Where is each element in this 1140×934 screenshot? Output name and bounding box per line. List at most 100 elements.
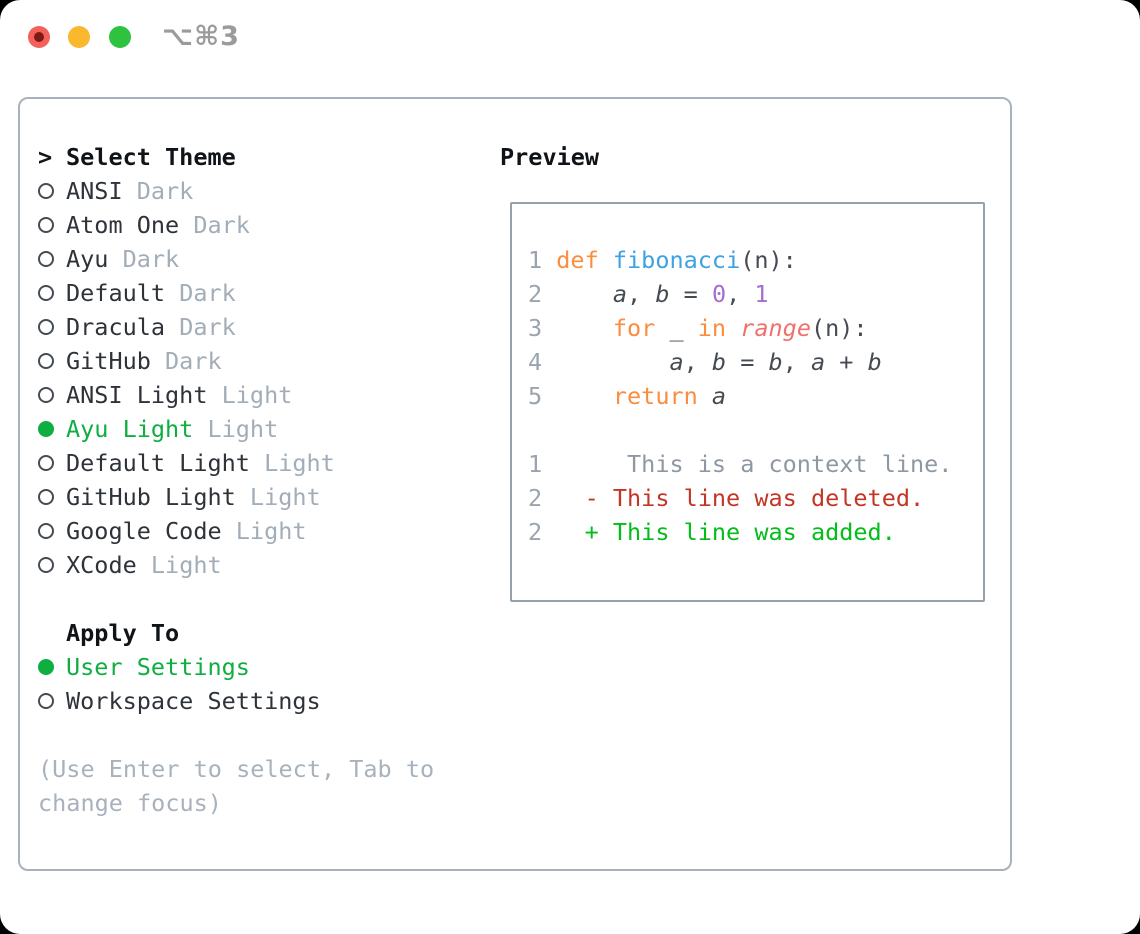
variant-label: Light — [221, 517, 307, 545]
variant-label: Dark — [165, 279, 236, 307]
line-number: 2 — [528, 518, 543, 546]
ring-icon — [38, 557, 54, 573]
variant-label: Dark — [150, 347, 222, 375]
ring-icon — [38, 217, 54, 233]
variant-label: Dark — [165, 313, 236, 341]
code-token-op — [599, 246, 613, 274]
theme-option-ansi-light[interactable]: ANSI Light Light — [38, 378, 478, 412]
close-button[interactable] — [28, 26, 50, 48]
variant-label: Dark — [179, 211, 250, 239]
code-line: 1 def fibonacci(n): — [528, 243, 983, 277]
code-token-var: a — [669, 348, 684, 376]
apply-option-user-settings[interactable]: User Settings — [38, 650, 478, 684]
line-number: 1 — [528, 246, 543, 274]
option-label: Dracula — [66, 313, 166, 341]
line-number: 1 — [528, 450, 543, 478]
title-bar: ⌥⌘3 — [0, 0, 1140, 72]
option-label: ANSI — [66, 177, 123, 205]
option-label: Default Light — [66, 449, 250, 477]
option-label: ANSI Light — [66, 381, 208, 409]
radio-selected-icon — [38, 659, 66, 675]
ring-icon — [38, 353, 54, 369]
minimize-button[interactable] — [68, 26, 90, 48]
code-token-op: , — [726, 280, 755, 308]
code-token-kw: in — [697, 314, 727, 342]
ring-icon — [38, 455, 54, 471]
ring-icon — [38, 319, 54, 335]
radio-selected-icon — [38, 421, 66, 437]
select-theme-header-row: > Select Theme — [38, 140, 478, 174]
code-token-op: , — [683, 348, 712, 376]
theme-option-atom-one[interactable]: Atom One Dark — [38, 208, 478, 242]
radio-unselected-icon — [38, 387, 66, 403]
theme-option-default-light[interactable]: Default Light Light — [38, 446, 478, 480]
code-token-op — [556, 348, 669, 376]
theme-option-xcode[interactable]: XCode Light — [38, 548, 478, 582]
variant-label: Light — [193, 415, 279, 443]
theme-option-ayu-light[interactable]: Ayu Light Light — [38, 412, 478, 446]
code-token-kw: def — [556, 246, 599, 274]
theme-option-google-code[interactable]: Google Code Light — [38, 514, 478, 548]
filled-dot-icon — [38, 659, 54, 675]
option-label: Default — [66, 279, 166, 307]
theme-option-github[interactable]: GitHub Dark — [38, 344, 478, 378]
code-token-op — [556, 382, 613, 410]
theme-option-github-light[interactable]: GitHub Light Light — [38, 480, 478, 514]
code-token-op — [556, 314, 613, 342]
radio-unselected-icon — [38, 353, 66, 369]
hint-line-1: (Use Enter to select, Tab to — [38, 755, 435, 783]
code-line: 2 - This line was deleted. — [528, 481, 983, 515]
code-token-op: = — [669, 280, 712, 308]
ring-icon — [38, 285, 54, 301]
ring-icon — [38, 387, 54, 403]
option-label: XCode — [66, 551, 137, 579]
radio-unselected-icon — [38, 693, 66, 709]
code-token-var: a — [711, 382, 727, 410]
theme-option-default[interactable]: Default Dark — [38, 276, 478, 310]
ring-icon — [38, 183, 54, 199]
option-label: Atom One — [66, 211, 180, 239]
line-number: 2 — [528, 484, 543, 512]
code-token-kw: for — [612, 314, 656, 342]
prompt-icon: > — [38, 143, 53, 171]
code-token-op: _ — [655, 314, 698, 342]
code-line: 1 This is a context line. — [528, 447, 983, 481]
theme-option-ansi[interactable]: ANSI Dark — [38, 174, 478, 208]
zoom-button[interactable] — [109, 26, 131, 48]
option-label: Workspace Settings — [66, 687, 321, 715]
theme-option-dracula[interactable]: Dracula Dark — [38, 310, 478, 344]
code-token-kw: return — [612, 382, 698, 410]
code-token-op: = — [726, 348, 769, 376]
ring-icon — [38, 489, 54, 505]
code-token-op: (n): — [740, 246, 797, 274]
line-number: 3 — [528, 314, 543, 342]
code-line: 2 + This line was added. — [528, 515, 983, 549]
option-label: Google Code — [66, 517, 222, 545]
code-token-var: b — [768, 348, 783, 376]
code-token-var: a — [612, 280, 628, 308]
radio-unselected-icon — [38, 217, 66, 233]
variant-label: Dark — [122, 177, 194, 205]
code-token-fn: fibonacci — [612, 246, 741, 274]
code-token-lit: 1 — [754, 280, 769, 308]
code-line: 3 for _ in range(n): — [528, 311, 983, 345]
prompt-marker: > — [38, 140, 66, 174]
radio-unselected-icon — [38, 319, 66, 335]
line-number: 4 — [528, 348, 543, 376]
apply-option-workspace-settings[interactable]: Workspace Settings — [38, 684, 478, 718]
code-line: 4 a, b = b, a + b — [528, 345, 983, 379]
code-token-op — [698, 382, 712, 410]
code-token-del: - This line was deleted. — [556, 484, 925, 512]
theme-option-ayu[interactable]: Ayu Dark — [38, 242, 478, 276]
preview-title: Preview — [500, 143, 600, 171]
select-theme-title: Select Theme — [66, 143, 236, 171]
radio-unselected-icon — [38, 489, 66, 505]
apply-to-header-row: Apply To — [38, 616, 478, 650]
radio-unselected-icon — [38, 455, 66, 471]
option-label: Ayu — [66, 245, 109, 273]
option-label: GitHub — [66, 347, 151, 375]
